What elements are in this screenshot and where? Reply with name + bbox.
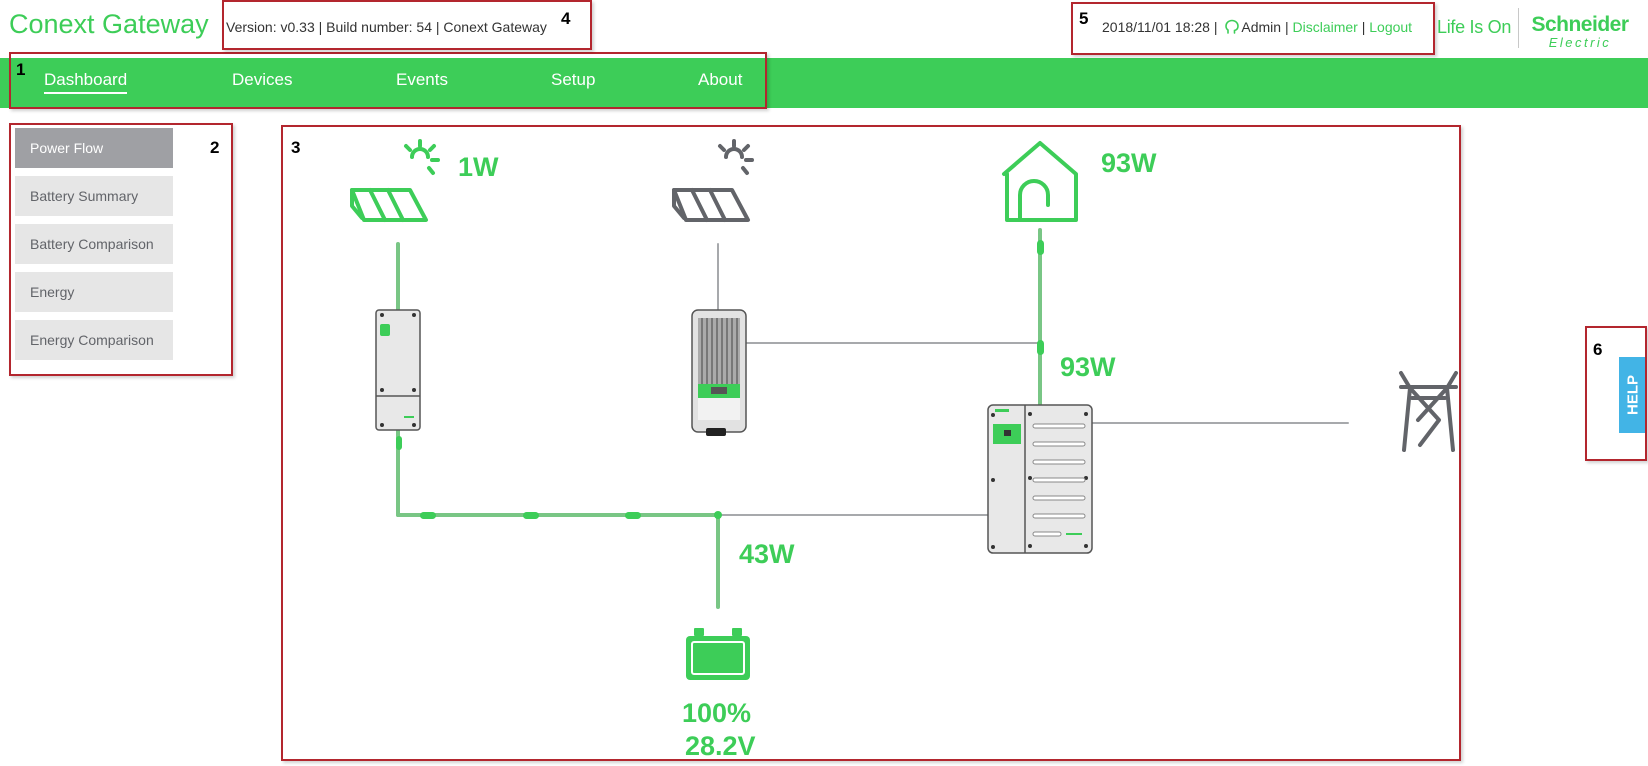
separator: |	[1361, 19, 1366, 35]
user-icon	[1225, 19, 1240, 34]
brand-name-top: Schneider	[1531, 13, 1629, 36]
brand-divider	[1518, 8, 1519, 48]
datetime: 2018/11/01 18:28	[1102, 19, 1210, 35]
inverter-ac-power: 93W	[1060, 352, 1116, 382]
user-name[interactable]: Admin	[1241, 19, 1282, 35]
sidebar-item-battery-summary[interactable]: Battery Summary	[15, 176, 173, 216]
grid-tower-icon	[1399, 371, 1458, 452]
nav-events[interactable]: Events	[396, 70, 448, 89]
flow-dot	[396, 436, 402, 450]
sidebar-item-battery-comparison[interactable]: Battery Comparison	[15, 224, 173, 264]
house-load-icon	[1002, 141, 1078, 222]
separator: |	[1284, 19, 1289, 35]
separator: |	[1213, 19, 1218, 35]
nav-devices[interactable]: Devices	[232, 70, 293, 89]
charge-controller-icon	[375, 309, 421, 431]
flow-dot	[1037, 240, 1044, 255]
logout-link[interactable]: Logout	[1369, 19, 1413, 35]
callout-number-1: 1	[16, 60, 26, 79]
flow-dot	[1037, 340, 1044, 355]
main-nav: Dashboard Devices Events Setup About	[0, 58, 1648, 108]
help-tab[interactable]: HELP	[1619, 357, 1647, 433]
callout-number-5: 5	[1079, 9, 1089, 28]
flow-dot	[420, 512, 436, 519]
brand-name-bottom: Electric	[1548, 35, 1612, 50]
flow-lines	[396, 228, 1349, 609]
nav-setup[interactable]: Setup	[551, 70, 596, 89]
load-power: 93W	[1101, 148, 1157, 178]
battery-icon	[686, 628, 750, 680]
callout-number-2: 2	[210, 138, 220, 157]
battery-voltage: 28.2V	[685, 731, 756, 761]
nav-about[interactable]: About	[698, 70, 743, 89]
pv-array-1-icon	[350, 139, 440, 222]
flow-dot	[625, 512, 641, 519]
user-area: 2018/11/01 18:28 | Admin | Disclaimer | …	[1102, 19, 1412, 35]
inverter-device-icon	[691, 309, 747, 436]
sidebar-item-energy[interactable]: Energy	[15, 272, 173, 312]
schneider-logo: Schneider Electric	[1530, 14, 1630, 49]
callout-number-3: 3	[291, 138, 301, 157]
sidebar-item-power-flow[interactable]: Power Flow	[15, 128, 173, 168]
sidebar-item-energy-comparison[interactable]: Energy Comparison	[15, 320, 173, 360]
callout-number-4: 4	[561, 9, 571, 28]
app-title: Conext Gateway	[9, 9, 209, 39]
life-is-on-tagline: Life Is On	[1437, 17, 1512, 37]
callout-number-6: 6	[1593, 340, 1603, 359]
xw-inverter-icon	[987, 404, 1093, 554]
version-info: Version: v0.33 | Build number: 54 | Cone…	[226, 19, 547, 35]
bus-junction-dot	[714, 511, 722, 519]
flow-markers	[396, 240, 1044, 519]
disclaimer-link[interactable]: Disclaimer	[1292, 19, 1358, 35]
flow-dot	[523, 512, 539, 519]
battery-power: 43W	[739, 539, 795, 569]
battery-soc: 100%	[682, 698, 752, 728]
pv-array-2-icon	[672, 139, 754, 222]
nav-dashboard[interactable]: Dashboard	[44, 70, 128, 94]
pv-array-1-power: 1W	[458, 152, 499, 182]
help-label: HELP	[1624, 374, 1642, 416]
